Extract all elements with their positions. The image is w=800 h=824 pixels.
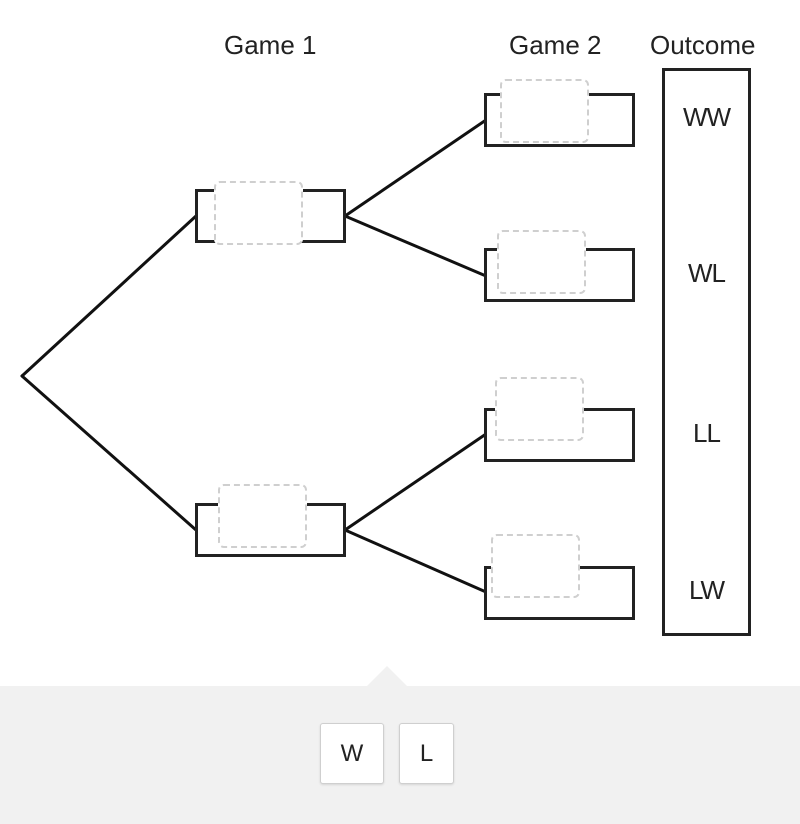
branch-g1top-to-g2-2 — [343, 214, 488, 278]
outcome-column — [662, 68, 751, 636]
branch-g1bottom-to-g2-3 — [343, 432, 488, 532]
game1-header: Game 1 — [224, 30, 317, 60]
game2-header: Game 2 — [509, 30, 602, 60]
game2-drop-zone-3[interactable] — [495, 377, 584, 441]
outcome-header: Outcome — [650, 30, 756, 60]
tree-branches — [20, 118, 488, 594]
outcome-label-3: LL — [693, 418, 721, 448]
game2-drop-zone-1[interactable] — [500, 79, 589, 143]
game2-drop-zone-2[interactable] — [497, 230, 586, 294]
tile-w[interactable]: W — [320, 723, 384, 784]
game1-drop-zone-bottom[interactable] — [218, 484, 307, 548]
branch-root-to-game1-bottom — [20, 374, 198, 532]
branch-g1top-to-g2-1 — [343, 118, 488, 218]
branch-root-to-game1-top — [20, 214, 198, 378]
game2-drop-zone-4[interactable] — [491, 534, 580, 598]
tray-pointer-arrow — [366, 666, 408, 687]
outcome-label-1: WW — [682, 102, 731, 132]
outcome-label-2: WL — [688, 258, 726, 288]
game1-drop-zone-top[interactable] — [214, 181, 303, 245]
outcome-label-4: LW — [688, 575, 725, 605]
branch-g1bottom-to-g2-4 — [343, 528, 488, 594]
tile-l[interactable]: L — [399, 723, 454, 784]
